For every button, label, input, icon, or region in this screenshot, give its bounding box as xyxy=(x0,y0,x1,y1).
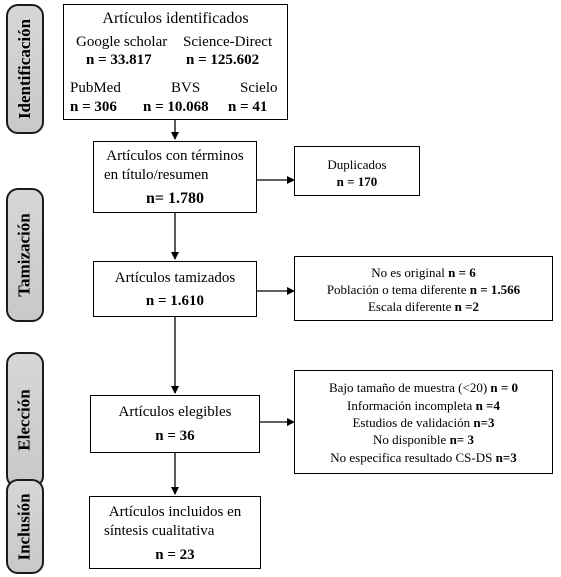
bvs-count: n = 10.068 xyxy=(143,99,209,115)
included-box: Artículos incluidos en síntesis cualitat… xyxy=(89,496,261,569)
excluded-screening-count: n =2 xyxy=(454,299,479,314)
screened-count: n = 1.610 xyxy=(145,293,205,309)
eligible-label: Artículos elegibles xyxy=(118,404,232,420)
scielo-name: Scielo xyxy=(240,80,278,96)
excluded-eligibility-count: n= 3 xyxy=(449,432,474,447)
excluded-eligibility-item: Bajo tamaño de muestra (<20) n = 0 xyxy=(295,380,552,396)
excluded-eligibility-item: No disponible n= 3 xyxy=(295,432,552,448)
scielo-count: n = 41 xyxy=(228,99,268,115)
science-count: n = 125.602 xyxy=(186,52,260,68)
excluded-screening-reason: No es original xyxy=(371,265,445,280)
pubmed-count: n = 306 xyxy=(70,99,117,115)
excluded-eligibility-reason: Estudios de validación xyxy=(352,415,471,430)
included-line2: síntesis cualitativa xyxy=(104,523,215,539)
excluded-screening-box: No es original n = 6 Población o tema di… xyxy=(294,256,553,321)
excluded-eligibility-item: No especifica resultado CS-DS n=3 xyxy=(295,450,552,466)
excluded-screening-item: Escala diferente n =2 xyxy=(295,299,552,315)
science-name: Science-Direct xyxy=(183,34,273,50)
duplicates-label: Duplicados xyxy=(327,157,387,172)
duplicates-box: Duplicados n = 170 xyxy=(294,146,420,196)
google-count: n = 33.817 xyxy=(86,52,152,68)
excluded-screening-item: Población o tema diferente n = 1.566 xyxy=(295,282,552,298)
terms-box: Artículos con términos en título/resumen… xyxy=(93,141,257,213)
excluded-screening-count: n = 6 xyxy=(448,265,476,280)
excluded-eligibility-reason: No especifica resultado CS-DS xyxy=(330,450,493,465)
bvs-name: BVS xyxy=(171,80,201,96)
google-name: Google scholar xyxy=(76,34,168,50)
terms-line1: Artículos con términos xyxy=(106,148,244,164)
identified-box: Artículos identificados Google scholar n… xyxy=(63,4,288,120)
excluded-eligibility-box: Bajo tamaño de muestra (<20) n = 0 Infor… xyxy=(294,370,553,474)
terms-line2: en título/resumen xyxy=(104,167,209,183)
excluded-eligibility-count: n=3 xyxy=(473,415,495,430)
phase-identification: Identificación xyxy=(6,4,44,134)
included-count: n = 23 xyxy=(155,547,195,563)
pubmed-name: PubMed xyxy=(70,80,121,96)
excluded-screening-item: No es original n = 6 xyxy=(295,265,552,281)
excluded-eligibility-count: n=3 xyxy=(495,450,517,465)
excluded-eligibility-reason: Bajo tamaño de muestra (<20) xyxy=(328,380,488,395)
excluded-eligibility-count: n =4 xyxy=(475,398,500,413)
duplicates-count: n = 170 xyxy=(336,174,378,189)
excluded-eligibility-count: n = 0 xyxy=(490,380,519,395)
excluded-eligibility-item: Estudios de validación n=3 xyxy=(295,415,552,431)
terms-count: n= 1.780 xyxy=(145,190,204,207)
excluded-eligibility-reason: Información incompleta xyxy=(347,398,473,413)
excluded-screening-reason: Escala diferente xyxy=(367,299,452,314)
eligible-count: n = 36 xyxy=(155,428,195,444)
excluded-eligibility-reason: No disponible xyxy=(373,432,447,447)
included-line1: Artículos incluidos en xyxy=(108,504,242,520)
screened-label: Artículos tamizados xyxy=(114,270,236,286)
excluded-screening-count: n = 1.566 xyxy=(469,282,521,297)
excluded-eligibility-item: Información incompleta n =4 xyxy=(295,398,552,414)
screened-box: Artículos tamizados n = 1.610 xyxy=(93,261,257,317)
phase-screening: Tamización xyxy=(6,188,44,322)
excluded-screening-reason: Población o tema diferente xyxy=(326,282,467,297)
eligible-box: Artículos elegibles n = 36 xyxy=(90,395,260,453)
phase-inclusion: Inclusión xyxy=(6,479,44,574)
identified-title: Artículos identificados xyxy=(102,10,249,27)
